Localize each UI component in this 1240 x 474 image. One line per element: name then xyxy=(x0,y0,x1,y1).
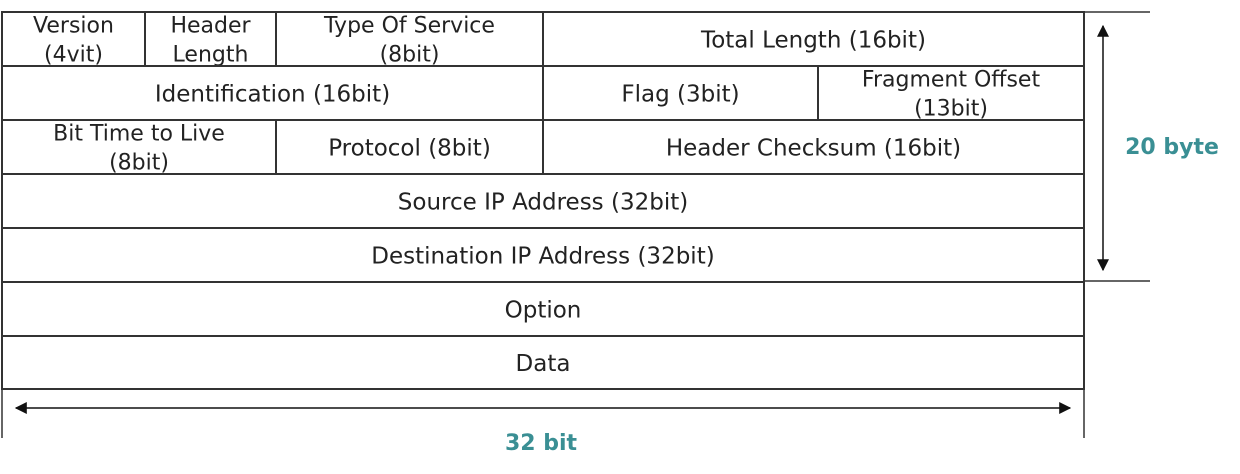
field-label: Header xyxy=(170,13,251,38)
header-size-label: 20 byte xyxy=(1125,135,1219,160)
field-cell: Fragment Offset (13bit) xyxy=(817,65,1085,121)
field-cell: Data xyxy=(1,335,1085,390)
field-label: Option xyxy=(505,297,582,323)
field-cell: Header Checksum (16bit) xyxy=(542,119,1085,175)
field-label: Bit Time to Live xyxy=(53,121,225,146)
field-label: Length xyxy=(173,42,249,67)
field-label: Total Length (16bit) xyxy=(700,27,926,53)
field-cell: Type Of Service (8bit) xyxy=(275,11,544,67)
field-label: (8bit) xyxy=(380,42,440,67)
field-cell: Source IP Address (32bit) xyxy=(1,173,1085,229)
field-label: Version xyxy=(33,13,114,38)
field-label: Fragment Offset xyxy=(862,67,1041,92)
field-label: Header Checksum (16bit) xyxy=(666,135,961,161)
field-cell: Version (4vit) xyxy=(1,11,146,67)
field-label: (13bit) xyxy=(914,96,988,121)
field-label: Type Of Service xyxy=(323,13,495,38)
field-cell: Destination IP Address (32bit) xyxy=(1,227,1085,283)
annotations: 20 byte 32 bit xyxy=(1,11,1219,456)
width-label: 32 bit xyxy=(505,431,578,456)
field-cell: Flag (3bit) xyxy=(542,65,819,121)
field-cell: Identification (16bit) xyxy=(1,65,544,121)
field-label: Flag (3bit) xyxy=(621,81,739,107)
field-label: Data xyxy=(516,351,571,377)
field-label: Protocol (8bit) xyxy=(328,135,491,161)
field-cell: Protocol (8bit) xyxy=(275,119,544,175)
field-cell: Option xyxy=(1,281,1085,337)
field-label: (4vit) xyxy=(44,42,103,67)
field-border xyxy=(1,335,1085,390)
field-label: Source IP Address (32bit) xyxy=(398,189,688,215)
field-label: (8bit) xyxy=(109,150,169,175)
field-label: Destination IP Address (32bit) xyxy=(371,243,714,269)
field-cell: Total Length (16bit) xyxy=(542,11,1085,67)
field-label: Identification (16bit) xyxy=(155,81,390,107)
field-cell: Bit Time to Live (8bit) xyxy=(1,119,277,175)
